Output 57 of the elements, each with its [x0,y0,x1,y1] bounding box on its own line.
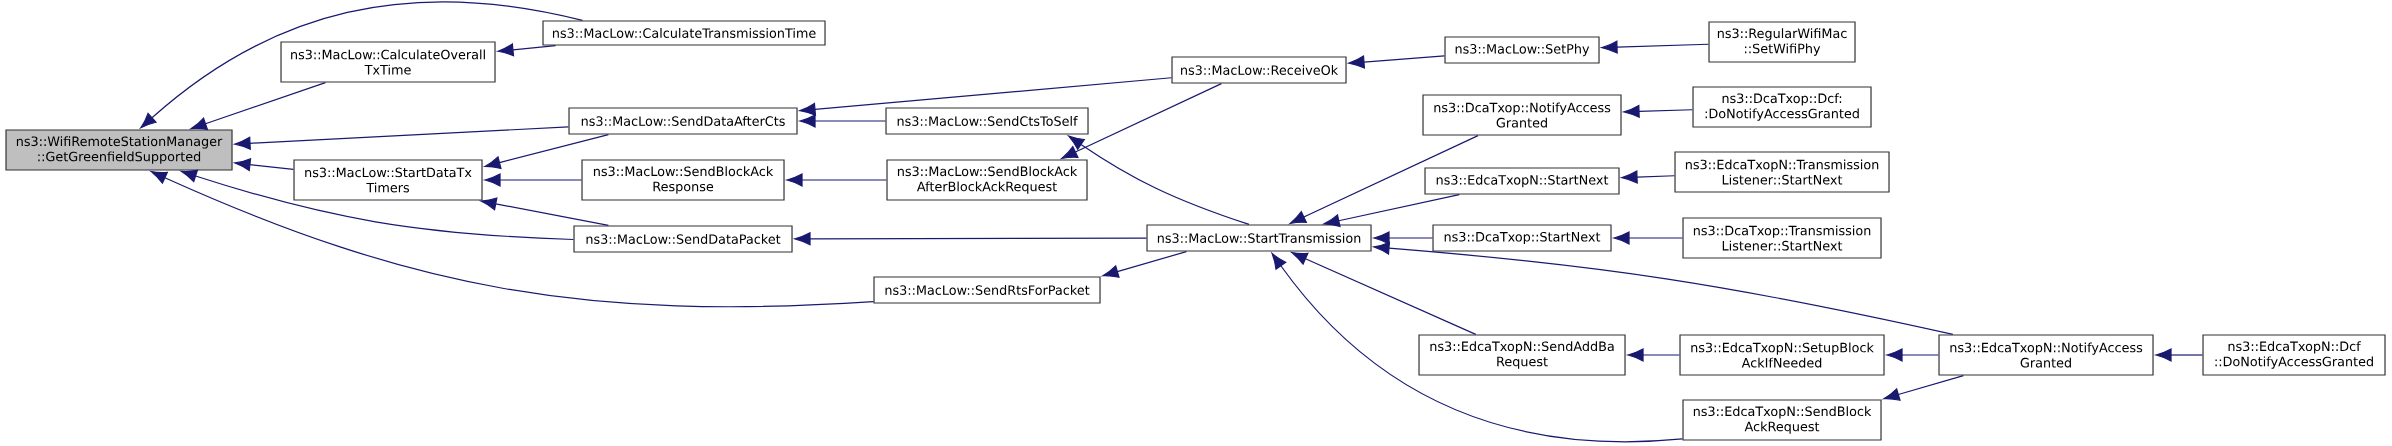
arrow [1373,231,1433,245]
function-box: ns3::MacLow::SendRtsForPacket [873,276,1101,304]
arrow [1373,241,1954,335]
arrow [1102,251,1187,278]
function-box: ns3::EdcaTxopN::SendAddBa Request [1418,334,1626,376]
arrow [1271,252,1683,443]
arrow [190,82,327,130]
function-box: ns3::MacLow::CalculateTransmissionTime [542,20,826,46]
function-box: ns3::MacLow::SendDataPacket [573,225,793,253]
arrow [1601,40,1709,54]
arrow [786,173,887,187]
function-box: ns3::MacLow::ReceiveOk [1171,56,1347,84]
function-box: ns3::EdcaTxopN::NotifyAccess Granted [1938,334,2154,376]
function-box: ns3::MacLow::SendCtsToSelf [885,107,1089,135]
arrow [484,134,609,169]
function-box: ns3::DcaTxop::NotifyAccess Granted [1422,94,1622,136]
function-box: ns3::DcaTxop::Dcf: :DoNotifyAccessGranted [1692,86,1872,128]
arrow [484,173,582,187]
function-box: ns3::EdcaTxopN::SendBlock AckRequest [1682,399,1882,441]
function-box: ns3::MacLow::CalculateOverall TxTime [280,41,496,83]
arrow [1886,348,1939,362]
arrow [799,114,886,128]
function-box: ns3::EdcaTxopN::StartNext [1424,167,1620,195]
arrow [1621,170,1675,184]
arrow [1289,135,1479,224]
arrow [1068,135,1250,225]
arrow [1613,231,1683,245]
arrow [794,232,1147,246]
arrow [180,169,574,241]
function-box: ns3::MacLow::SetPhy [1444,36,1600,64]
arrow [1291,252,1477,335]
function-box: ns3::EdcaTxopN::Dcf ::DoNotifyAccessGranted [2202,334,2386,376]
function-box: ns3::EdcaTxopN::Transmission Listener::StartNext [1674,151,1890,193]
arrow [1623,104,1693,118]
function-box: ns3::DcaTxop::Transmission Listener::StartNext [1682,217,1882,259]
function-box: ns3::WifiRemoteStationManager ::GetGreenfieldSupported [5,129,233,171]
arrow [799,77,1172,116]
function-box: ns3::MacLow::StartDataTx Timers [293,159,483,201]
function-box: ns3::DcaTxop::StartNext [1432,224,1612,252]
arrow [2155,348,2203,362]
function-box: ns3::MacLow::SendBlockAck AfterBlockAckRequest [886,159,1088,201]
arrow [480,197,609,226]
arrow [1061,83,1222,159]
arrow [140,1,583,129]
function-box: ns3::MacLow::SendBlockAck Response [581,159,785,201]
function-box: ns3::MacLow::StartTransmission [1146,224,1372,252]
arrow [150,171,874,308]
arrow [497,43,557,57]
function-box: ns3::RegularWifiMac ::SetWifiPhy [1708,21,1856,63]
function-box: ns3::MacLow::SendDataAfterCts [568,107,798,135]
arrow [234,126,569,150]
arrow [1323,194,1460,228]
arrow [234,158,295,172]
function-box: ns3::EdcaTxopN::SetupBlock AckIfNeeded [1679,334,1885,376]
arrow [1348,55,1445,69]
arrow [1627,348,1680,362]
arrow [1883,375,1964,401]
